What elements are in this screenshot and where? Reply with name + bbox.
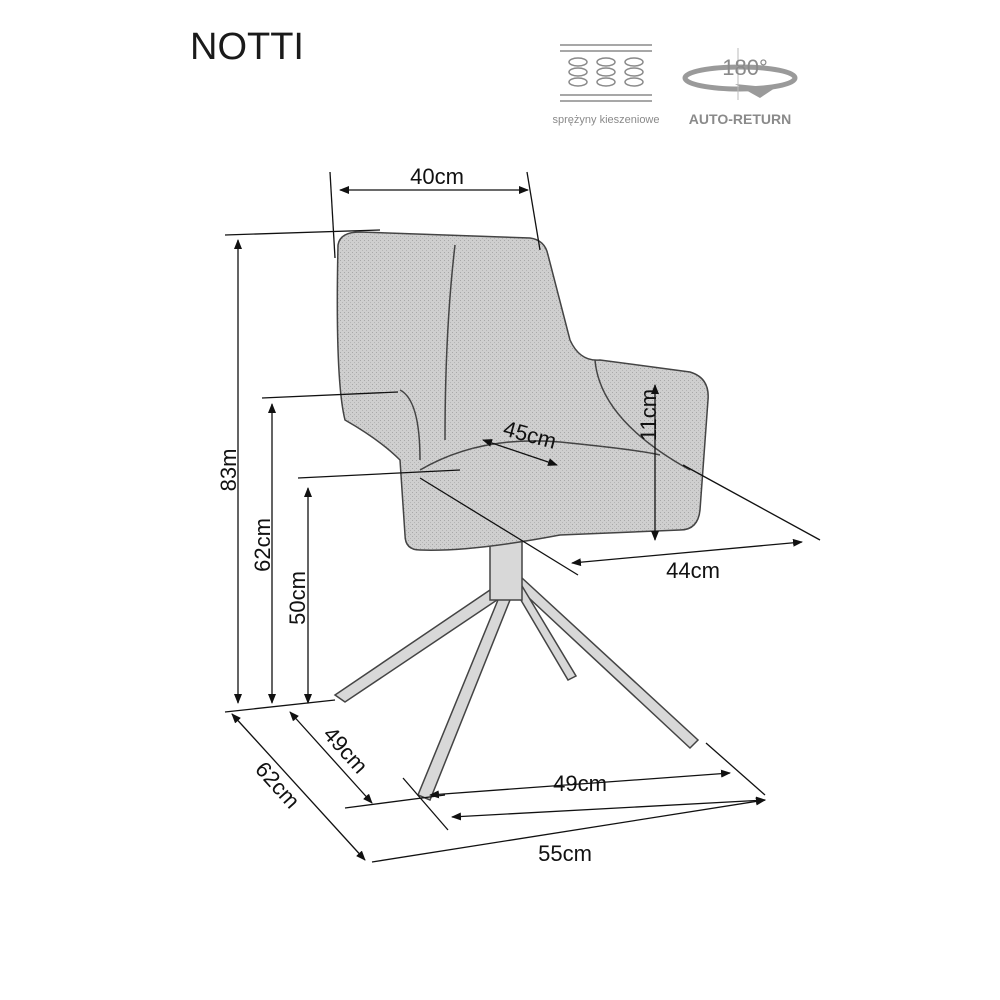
rotation-180-icon: [682, 48, 798, 100]
dim-backrest-width: 40cm: [410, 164, 464, 189]
dim-total-width: 55cm: [538, 841, 592, 866]
chair-illustration: [333, 231, 709, 801]
dim-armrest-above-seat: 11cm: [636, 389, 661, 441]
springs-label: sprężyny kieszeniowe: [553, 114, 660, 126]
dim-base-width: 49cm: [553, 771, 607, 796]
rotation-degree: 180°: [722, 55, 768, 80]
dim-seat-width: 44cm: [666, 558, 720, 583]
dim-base-depth: 49cm: [318, 722, 373, 779]
dim-seat-height: 50cm: [285, 571, 310, 625]
auto-return-label: AUTO-RETURN: [689, 111, 791, 127]
dim-total-height: 83m: [216, 449, 241, 492]
product-title: NOTTI: [190, 26, 304, 68]
dim-armrest-height: 62cm: [250, 518, 275, 572]
pocket-springs-icon: [560, 44, 652, 102]
